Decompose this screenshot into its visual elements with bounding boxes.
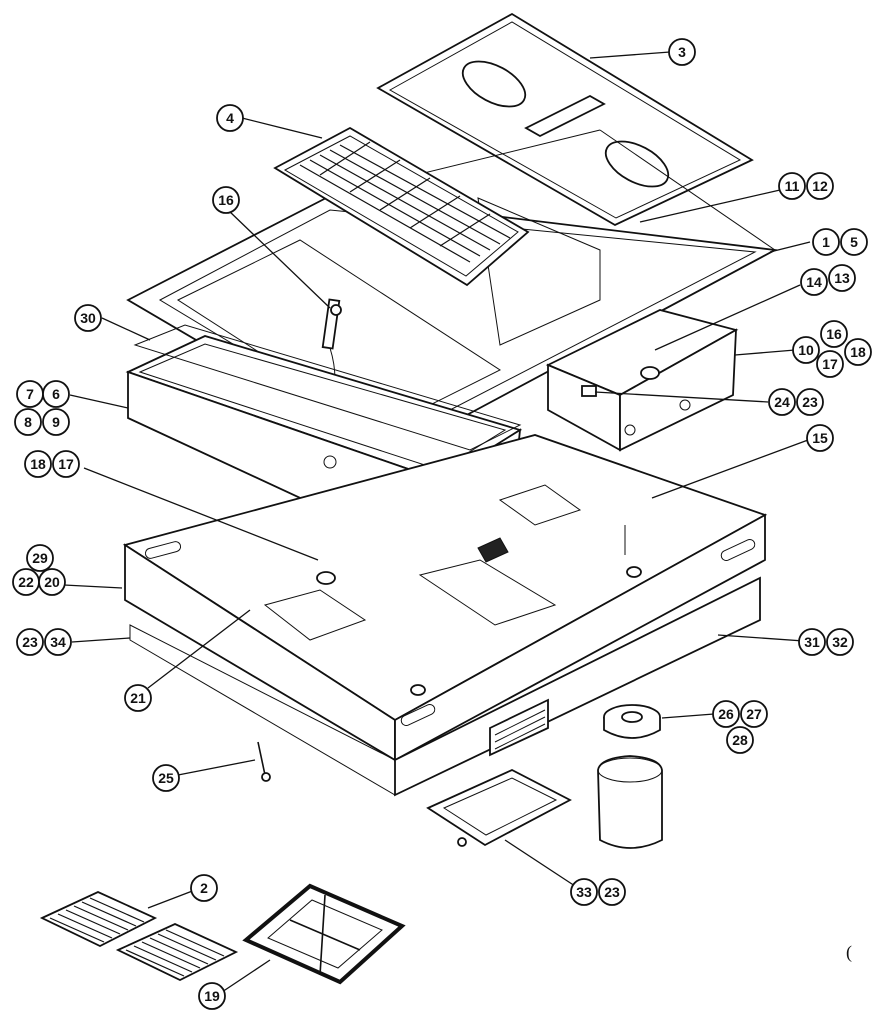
vent-grille [494, 709, 546, 750]
callout-14: 14 [800, 268, 828, 296]
part-grill-racks [39, 891, 239, 982]
svg-text:19: 19 [204, 988, 220, 1004]
callout-11: 11 [778, 172, 806, 200]
part-pan-liner [133, 324, 522, 451]
callout-27: 27 [740, 700, 768, 728]
callout-9: 9 [42, 408, 70, 436]
callout-5: 5 [840, 228, 868, 256]
callout-12: 12 [806, 172, 834, 200]
svg-text:18: 18 [850, 344, 866, 360]
callout-19: 19 [198, 982, 226, 1010]
svg-text:27: 27 [746, 706, 762, 722]
callout-34: 34 [44, 628, 72, 656]
svg-text:16: 16 [826, 326, 842, 342]
callout-17-right: 17 [816, 350, 844, 378]
callout-31: 31 [798, 628, 826, 656]
svg-text:33: 33 [576, 884, 592, 900]
part-burner-grate [242, 883, 406, 985]
callout-21: 21 [124, 684, 152, 712]
svg-text:29: 29 [32, 550, 48, 566]
callout-10: 10 [792, 336, 820, 364]
callout-23-a: 23 [796, 388, 824, 416]
callouts: 3 4 16 11 12 1 5 14 13 30 16 10 17 18 7 … [12, 38, 872, 1010]
svg-text:24: 24 [774, 394, 790, 410]
svg-text:23: 23 [604, 884, 620, 900]
part-burner-box [545, 309, 739, 452]
callout-16-right: 16 [820, 320, 848, 348]
svg-text:32: 32 [832, 634, 848, 650]
callout-15: 15 [806, 424, 834, 452]
svg-text:15: 15 [812, 430, 828, 446]
callout-23-c: 23 [598, 878, 626, 906]
callout-1: 1 [812, 228, 840, 256]
callout-25: 25 [152, 764, 180, 792]
svg-text:11: 11 [785, 178, 800, 194]
callout-29: 29 [26, 544, 54, 572]
callout-33: 33 [570, 878, 598, 906]
part-bottom-plate [129, 576, 761, 797]
svg-text:6: 6 [52, 386, 60, 402]
callout-28: 28 [726, 726, 754, 754]
callout-18-left: 18 [24, 450, 52, 478]
part-grease-jar [597, 704, 663, 849]
svg-text:21: 21 [130, 690, 146, 706]
svg-text:25: 25 [158, 770, 174, 786]
svg-text:12: 12 [812, 178, 828, 194]
callout-23-b: 23 [16, 628, 44, 656]
callout-30: 30 [74, 304, 102, 332]
callout-3: 3 [668, 38, 696, 66]
svg-text:16: 16 [218, 192, 234, 208]
callout-18-right: 18 [844, 338, 872, 366]
svg-text:28: 28 [732, 732, 748, 748]
part-screw [257, 741, 271, 782]
callout-32: 32 [826, 628, 854, 656]
svg-text:17: 17 [822, 356, 838, 372]
grill-bars [299, 141, 511, 263]
svg-text:26: 26 [718, 706, 734, 722]
svg-text:9: 9 [52, 414, 60, 430]
svg-text:13: 13 [834, 270, 850, 286]
svg-text:34: 34 [50, 634, 66, 650]
svg-text:20: 20 [44, 574, 60, 590]
callout-4: 4 [216, 104, 244, 132]
svg-text:3: 3 [678, 44, 686, 60]
callout-20: 20 [38, 568, 66, 596]
svg-text:17: 17 [58, 456, 74, 472]
svg-text:23: 23 [22, 634, 38, 650]
callout-24: 24 [768, 388, 796, 416]
svg-text:7: 7 [26, 386, 34, 402]
part-cooktop-cover [376, 12, 754, 227]
callout-6: 6 [42, 380, 70, 408]
svg-text:4: 4 [226, 110, 234, 126]
callout-8: 8 [14, 408, 42, 436]
callout-26: 26 [712, 700, 740, 728]
svg-text:22: 22 [18, 574, 34, 590]
svg-text:18: 18 [30, 456, 46, 472]
rack-bars [49, 897, 225, 977]
callout-13: 13 [828, 264, 856, 292]
svg-text:5: 5 [850, 234, 858, 250]
callout-7: 7 [16, 380, 44, 408]
leader-lines [63, 51, 819, 993]
svg-text:10: 10 [798, 342, 814, 358]
svg-text:31: 31 [804, 634, 820, 650]
svg-text:14: 14 [806, 274, 822, 290]
svg-text:2: 2 [200, 880, 208, 896]
svg-text:1: 1 [822, 234, 830, 250]
part-access-cover [426, 769, 572, 847]
part-base-housing [122, 434, 768, 762]
svg-text:23: 23 [802, 394, 818, 410]
part-grill-grate [273, 126, 530, 287]
svg-text:8: 8 [24, 414, 32, 430]
svg-text:30: 30 [80, 310, 96, 326]
callout-16: 16 [212, 186, 240, 214]
callout-17-left: 17 [52, 450, 80, 478]
callout-2: 2 [190, 874, 218, 902]
stray-mark: ( [846, 942, 852, 963]
callout-22: 22 [12, 568, 40, 596]
